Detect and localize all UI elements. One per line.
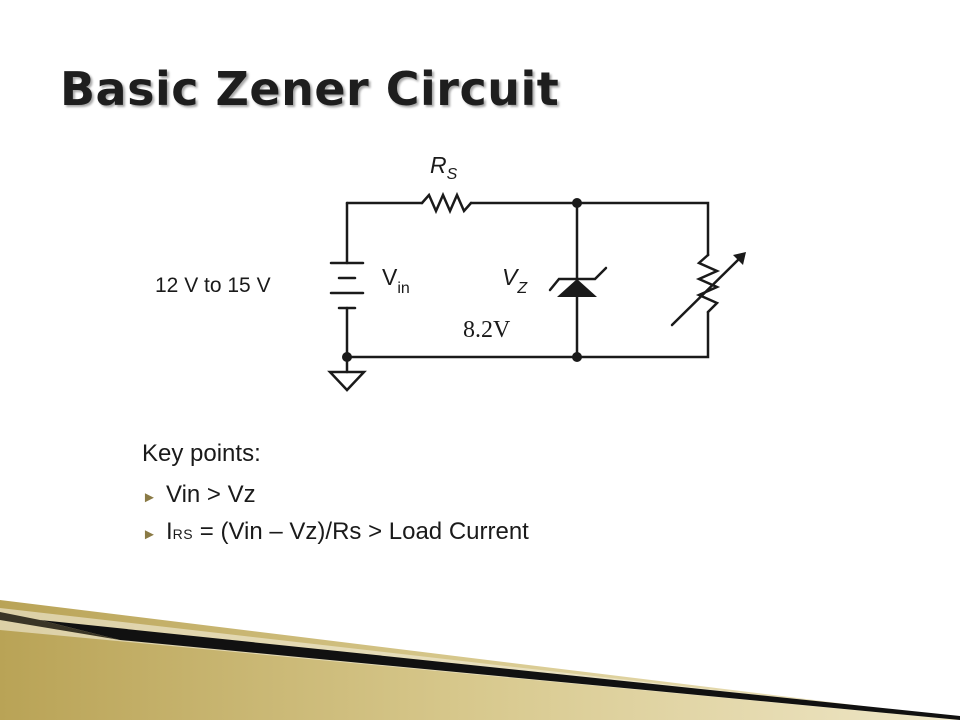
ground-symbol [327, 370, 367, 392]
variable-arrow-head [733, 252, 746, 265]
key-point-2: ► IRS = (Vin – Vz)/Rs > Load Current [142, 518, 762, 547]
key-points: Key points: ► Vin > Vz ► IRS = (Vin – Vz… [142, 440, 762, 554]
junction-dot-bottom-left [342, 352, 352, 362]
current-symbol: I [166, 517, 173, 545]
source-range-label: 12 V to 15 V [155, 274, 271, 297]
junction-dot-top [572, 198, 582, 208]
top-wire-right [469, 201, 710, 257]
dark-ribbon-edge [0, 612, 120, 640]
bullet-arrow-icon: ► [142, 525, 157, 543]
left-wire-bottom [345, 306, 710, 359]
resistor-label: RS [430, 152, 458, 183]
zener-circuit-diagram: RS 12 V to 15 V Vin VZ 8.2V [155, 152, 746, 392]
current-subscript: RS [172, 525, 194, 542]
dark-ribbon [40, 620, 960, 720]
load-resistor [695, 253, 721, 314]
bullet-arrow-icon: ► [142, 488, 157, 506]
zener-voltage-label: VZ [502, 264, 528, 297]
key-point-2-text: IRS = (Vin – Vz)/Rs > Load Current [166, 518, 529, 547]
key-point-1-text: Vin > Vz [166, 480, 256, 508]
series-resistor [420, 191, 473, 215]
gold-ribbon [0, 600, 960, 720]
slide-title: Basic Zener Circuit [60, 62, 560, 116]
key-point-1: ► Vin > Vz [142, 481, 762, 510]
zener-voltage-value: 8.2V [463, 317, 511, 343]
variable-arrow-line [670, 256, 742, 327]
junction-dot-bottom-right [572, 352, 582, 362]
key-point-2-equation: = (Vin – Vz)/Rs > Load Current [193, 517, 529, 545]
decorative-bottom-ribbon [0, 600, 960, 720]
source-voltage-label: Vin [382, 264, 410, 297]
zener-triangle [557, 279, 597, 297]
key-points-heading: Key points: [142, 440, 261, 467]
